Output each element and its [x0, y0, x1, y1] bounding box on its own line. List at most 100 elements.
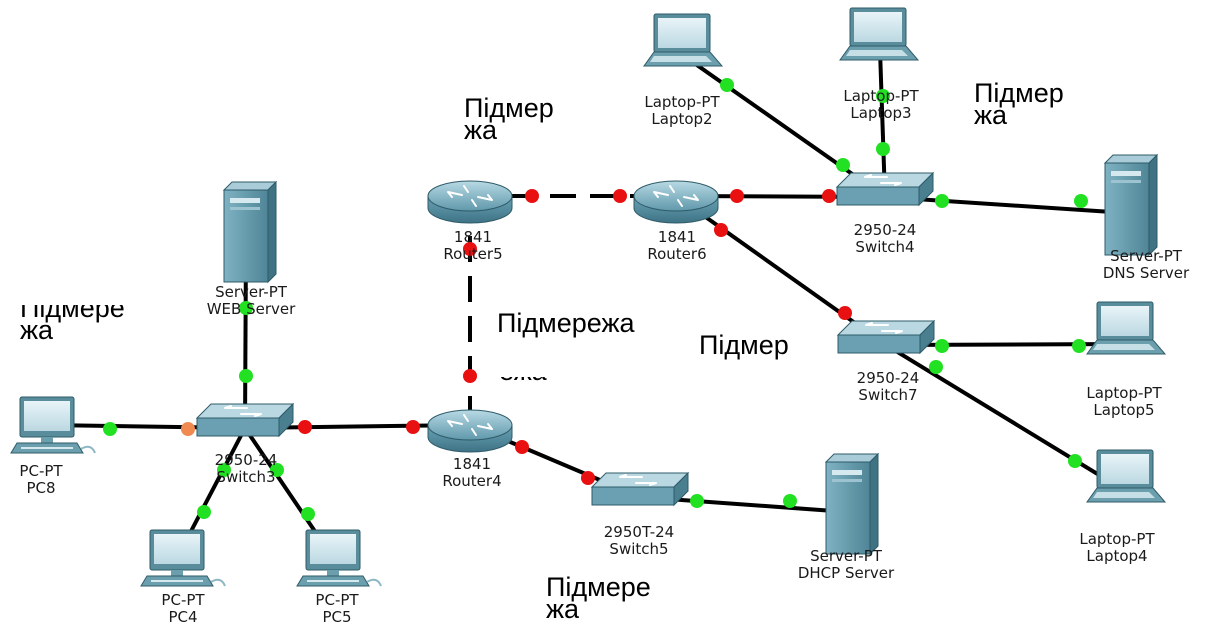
annotation-line: Підмере: [20, 293, 125, 323]
port-status-indicator: [876, 89, 890, 103]
annotation-line: Підмер: [699, 330, 789, 360]
device-name: Switch3: [216, 468, 276, 486]
pc-icon[interactable]: [296, 529, 382, 587]
server-icon[interactable]: [1103, 153, 1159, 257]
server-icon[interactable]: [824, 452, 880, 556]
device-model: 2950-24: [214, 451, 278, 469]
link-switch4-dns-server[interactable]: [884, 195, 1128, 215]
device-name: Router5: [443, 245, 503, 263]
port-status-indicator: [730, 189, 744, 203]
port-status-indicator: [239, 301, 253, 315]
port-status-indicator: [270, 463, 284, 477]
switch-icon[interactable]: [836, 319, 936, 355]
annotation-subnet-right: Підмер: [699, 330, 789, 360]
laptop-icon[interactable]: [839, 7, 920, 61]
device-model: 2950-24: [856, 369, 920, 387]
annotation-line: Підмере: [546, 572, 651, 602]
annotation-line: Підмережа: [497, 308, 635, 338]
device-name: WEB Server: [206, 300, 296, 318]
switch-icon[interactable]: [195, 402, 295, 438]
port-status-indicator: [239, 369, 253, 383]
port-status-indicator: [876, 142, 890, 156]
switch-icon[interactable]: [590, 471, 690, 507]
device-model: PC-PT: [19, 462, 63, 480]
device-name: Laptop3: [850, 104, 912, 122]
port-status-indicator: [1068, 454, 1082, 468]
device-name: Laptop2: [651, 110, 713, 128]
device-model: PC-PT: [161, 591, 205, 609]
router-icon[interactable]: [427, 180, 513, 224]
annotation-line: жа: [546, 594, 580, 624]
port-status-indicator: [406, 420, 420, 434]
device-model: 2950-24: [853, 221, 917, 239]
server-icon[interactable]: [222, 180, 278, 284]
device-name: Router4: [442, 472, 502, 490]
port-status-indicator: [935, 339, 949, 353]
link-switch7-laptop4[interactable]: [884, 343, 1129, 494]
device-model: 1841: [452, 455, 492, 473]
annotation-line: ежа: [499, 356, 547, 386]
switch-icon[interactable]: [835, 171, 935, 207]
port-status-indicator: [838, 306, 852, 320]
device-model: Server-PT: [1110, 247, 1182, 265]
link-router6-switch7[interactable]: [674, 194, 888, 347]
annotation-line: Підмер: [974, 78, 1064, 108]
router-icon[interactable]: [427, 409, 513, 453]
router-icon[interactable]: [633, 180, 719, 224]
port-status-indicator: [301, 507, 315, 521]
port-status-indicator: [783, 494, 797, 508]
port-status-indicator: [217, 463, 231, 477]
port-status-indicator: [714, 223, 728, 237]
laptop-icon[interactable]: [643, 13, 724, 67]
ports-layer: [103, 78, 1088, 521]
device-name: Laptop4: [1086, 547, 1148, 565]
annotation-subnet-center: Підмережа: [497, 308, 635, 338]
device-model: Laptop-PT: [1079, 530, 1155, 548]
port-status-indicator: [1072, 339, 1086, 353]
devices-layer: [10, 7, 1167, 587]
device-model: PC-PT: [315, 591, 359, 609]
pc-icon[interactable]: [10, 396, 96, 454]
pc-icon[interactable]: [140, 529, 226, 587]
device-model: 1841: [657, 228, 697, 246]
device-model: Laptop-PT: [843, 87, 919, 105]
device-model: Laptop-PT: [644, 93, 720, 111]
device-model: Laptop-PT: [1086, 384, 1162, 402]
annotation-subnet-center-partial: ежа: [499, 356, 547, 386]
port-status-indicator: [935, 194, 949, 208]
device-name: PC8: [26, 479, 56, 497]
device-name: DNS Server: [1102, 264, 1190, 282]
port-status-indicator: [822, 189, 836, 203]
annotation-line: Підмер: [464, 93, 554, 123]
port-status-indicator: [581, 471, 595, 485]
annotation-line: жа: [464, 115, 498, 145]
device-model: 2950T-24: [603, 523, 675, 541]
port-status-indicator: [298, 420, 312, 434]
device-name: Switch4: [855, 238, 915, 256]
device-model: 1841: [453, 228, 493, 246]
port-status-indicator: [197, 505, 211, 519]
laptop-icon[interactable]: [1086, 449, 1167, 503]
device-name: PC5: [322, 608, 352, 626]
port-status-indicator: [515, 440, 529, 454]
laptop-icon[interactable]: [1086, 301, 1167, 355]
device-model: Server-PT: [215, 283, 287, 301]
